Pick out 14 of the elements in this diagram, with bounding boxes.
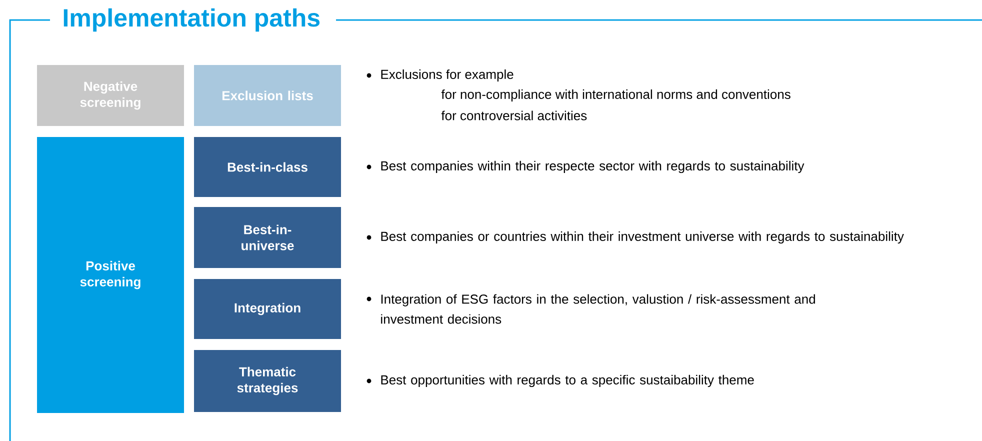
category-box: Best-in-class: [194, 137, 341, 197]
sub-item-text: for non-compliance with international norms and conventions: [441, 89, 790, 102]
category-box: Thematic strategies: [194, 350, 341, 412]
category-box: Positive screening: [37, 137, 184, 413]
bullet-text: Best companies within their respecte sector with regards to sustainability: [366, 160, 804, 174]
bullet-text: Exclusions for example: [366, 69, 514, 82]
category-box: Exclusion lists: [194, 65, 341, 126]
bullet-text: Best opportunities with regards to a specific sustaibability theme: [366, 374, 754, 388]
bullet-text: Integration of ESG factors in the selection, valustion / risk-assessment and investment decisions: [366, 294, 815, 324]
category-box: Integration: [194, 279, 341, 339]
title: Implementation paths: [64, 8, 320, 32]
category-box: Best-in-universe: [194, 207, 341, 268]
sub-item-text: for controversial activities: [441, 110, 587, 120]
bullet-text: Best companies or countries within their investment universe with regards to sustainability: [366, 231, 904, 244]
